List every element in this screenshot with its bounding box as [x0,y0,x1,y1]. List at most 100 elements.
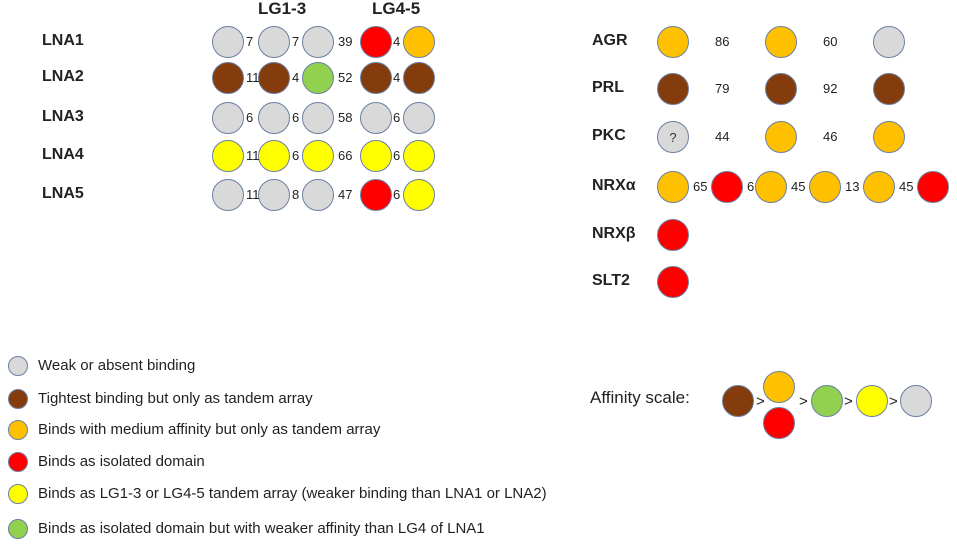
affinity-circle [763,371,795,403]
binding-circle [360,102,392,134]
identity-number: 58 [338,110,353,125]
identity-number: 66 [338,148,353,163]
identity-number: 92 [823,81,838,96]
legend-text: Binds with medium affinity but only as t… [38,421,381,438]
binding-circle [711,171,743,203]
binding-circle [258,62,290,94]
identity-number: 6 [292,148,300,163]
binding-circle [657,171,689,203]
row-label-nrxβ: NRXβ [592,225,636,242]
binding-circle [765,26,797,58]
legend-swatch-grey [8,356,28,376]
identity-number: 45 [791,179,806,194]
binding-circle [873,73,905,105]
binding-circle [212,179,244,211]
legend-swatch-red [8,452,28,472]
binding-circle [917,171,949,203]
affinity-separator: > [799,393,808,410]
binding-circle [360,62,392,94]
identity-number: 60 [823,34,838,49]
affinity-scale-label: Affinity scale: [590,388,690,407]
binding-circle [360,140,392,172]
binding-circle [863,171,895,203]
affinity-circle [811,385,843,417]
binding-circle [212,26,244,58]
identity-number: 6 [393,148,401,163]
binding-circle [873,26,905,58]
row-label-pkc: PKC [592,127,626,144]
binding-circle [212,62,244,94]
identity-number: 39 [338,34,353,49]
legend-swatch-yellow [8,484,28,504]
binding-circle [657,219,689,251]
row-label-prl: PRL [592,79,624,96]
affinity-separator: > [756,393,765,410]
identity-number: 11 [246,70,260,85]
legend-text: Tightest binding but only as tandem arra… [38,390,313,407]
identity-number: 6 [747,179,755,194]
binding-circle [657,266,689,298]
binding-circle [403,26,435,58]
binding-circle [258,140,290,172]
identity-number: 86 [715,34,730,49]
binding-circle [258,102,290,134]
identity-number: 11 [246,148,260,163]
binding-circle [809,171,841,203]
binding-circle [657,26,689,58]
row-label-slt2: SLT2 [592,272,630,289]
row-label-lna5: LNA5 [42,185,84,202]
binding-circle [302,102,334,134]
binding-circle [873,121,905,153]
binding-circle [360,26,392,58]
identity-number: 65 [693,179,708,194]
binding-circle [302,140,334,172]
binding-circle [403,102,435,134]
identity-number: 6 [393,110,401,125]
binding-circle [657,73,689,105]
identity-number: 79 [715,81,730,96]
identity-number: 52 [338,70,353,85]
identity-number: 45 [899,179,914,194]
identity-number: 4 [393,70,401,85]
identity-number: 46 [823,129,838,144]
affinity-circle [856,385,888,417]
binding-circle [403,62,435,94]
binding-circle [302,62,334,94]
binding-circle [302,179,334,211]
legend-swatch-green [8,519,28,539]
row-label-lna2: LNA2 [42,68,84,85]
legend-text: Binds as isolated domain but with weaker… [38,520,485,537]
binding-circle [302,26,334,58]
header-lg4-5: LG4-5 [372,0,421,18]
legend-text: Binds as isolated domain [38,453,205,470]
identity-number: 6 [292,110,300,125]
affinity-circle [900,385,932,417]
identity-number: 4 [393,34,401,49]
legend-text: Weak or absent binding [38,357,196,374]
binding-circle [360,179,392,211]
binding-circle: ? [657,121,689,153]
binding-circle [403,179,435,211]
binding-circle [403,140,435,172]
header-lg1-3: LG1-3 [258,0,307,18]
row-label-lna4: LNA4 [42,146,84,163]
identity-number: 47 [338,187,353,202]
binding-circle [258,179,290,211]
row-label-lna3: LNA3 [42,108,84,125]
identity-number: 6 [246,110,254,125]
identity-number: 4 [292,70,300,85]
identity-number: 44 [715,129,730,144]
binding-circle [755,171,787,203]
binding-circle [258,26,290,58]
row-label-nrxα: NRXα [592,177,636,194]
identity-number: 7 [292,34,300,49]
row-label-agr: AGR [592,32,628,49]
affinity-separator: > [844,393,853,410]
legend-swatch-orange [8,420,28,440]
affinity-circle [722,385,754,417]
identity-number: 7 [246,34,254,49]
identity-number: 6 [393,187,401,202]
binding-circle [765,121,797,153]
identity-number: 8 [292,187,300,202]
